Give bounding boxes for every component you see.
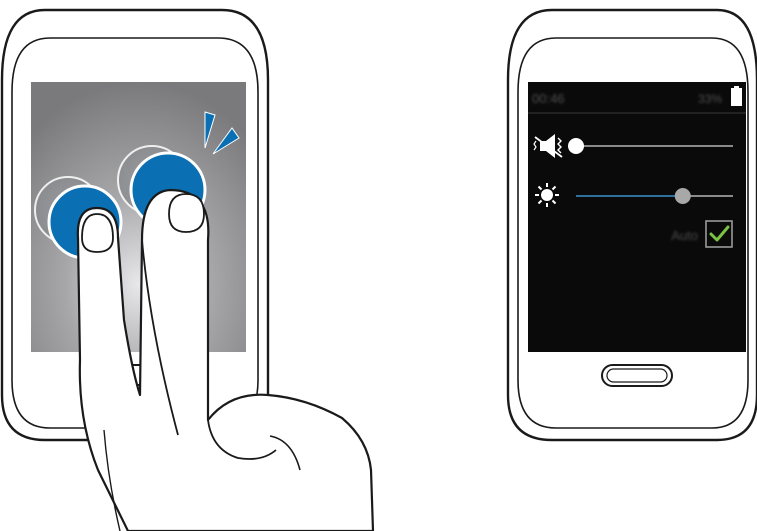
volume-slider-thumb[interactable] — [568, 138, 584, 154]
status-time: 00:46 — [532, 91, 565, 106]
brightness-slider-thumb[interactable] — [675, 188, 691, 204]
auto-label: Auto — [671, 228, 698, 243]
right-home-button[interactable] — [602, 365, 672, 386]
right-watch-screen — [528, 82, 746, 352]
right-watch: 00:46 33% — [508, 10, 757, 440]
left-watch — [2, 10, 373, 531]
battery-icon — [731, 86, 742, 106]
brightness-sun-icon — [535, 183, 559, 207]
status-battery-percent: 33% — [698, 92, 722, 106]
